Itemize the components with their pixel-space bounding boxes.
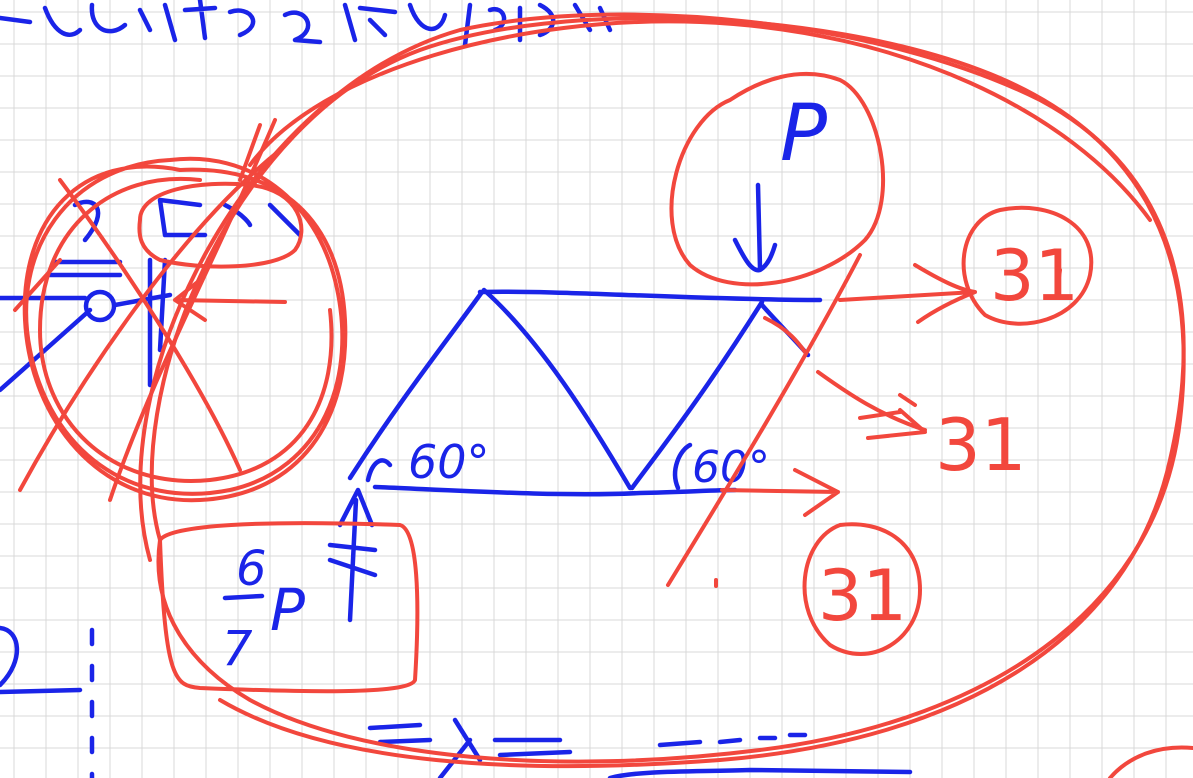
angle-arc-left — [365, 458, 393, 483]
scribble-ticks — [714, 268, 1062, 588]
big-enclosing-loop-2 — [138, 12, 1186, 769]
support-fraction-numerator: 6 — [236, 541, 267, 597]
load-arrow-icon — [732, 182, 778, 273]
pin-reaction-arrow — [173, 278, 287, 322]
reaction-circle-bottom — [802, 522, 922, 656]
truss-middle-diagonal-down — [481, 287, 633, 491]
pin-joint-icon — [83, 289, 117, 323]
truss-bottom-chord — [372, 484, 738, 497]
load-circle — [669, 71, 885, 287]
angle-label-left: 60° — [408, 435, 490, 489]
blue-ink-layer — [0, 0, 913, 778]
force-arrow-bottom — [720, 468, 840, 517]
reaction-value-top: 31 — [990, 235, 1079, 317]
big-enclosing-loop-1 — [149, 15, 1186, 764]
red-ink-layer — [13, 12, 1193, 778]
force-arrow-member — [763, 316, 807, 354]
reaction-circle-top — [961, 205, 1094, 326]
force-arrow-mid — [816, 370, 927, 440]
reaction-value-bottom: 31 — [818, 555, 907, 637]
load-label: P — [780, 89, 827, 179]
reaction-value-mid: 31 — [935, 403, 1027, 487]
support-fraction-denominator: 7 — [222, 621, 253, 677]
red-labels: 31 31 31 — [818, 235, 1079, 637]
big-enclosing-loop-3 — [248, 19, 1152, 222]
force-arrow-top — [838, 263, 977, 324]
truss-top-chord — [477, 289, 823, 303]
truss-left-diagonal — [347, 289, 485, 481]
left-cross-out-lines — [13, 118, 282, 502]
small-oval — [137, 181, 304, 269]
bottom-left-scribble — [0, 625, 83, 695]
section-cut-line — [666, 253, 862, 587]
bottom-scribble — [367, 717, 913, 778]
fraction-bar — [222, 593, 265, 601]
angle-label-right: 60° — [692, 442, 770, 493]
corner-arc — [1108, 745, 1193, 778]
angle-arc-right — [672, 442, 693, 491]
support-fraction-variable: P — [270, 576, 305, 644]
header-scribble — [0, 0, 613, 48]
support-box — [158, 521, 420, 694]
blue-labels: P 60° 60° 6 7 P — [222, 89, 827, 677]
truss-middle-diagonal-up — [629, 299, 765, 491]
support-arrow — [327, 487, 378, 623]
